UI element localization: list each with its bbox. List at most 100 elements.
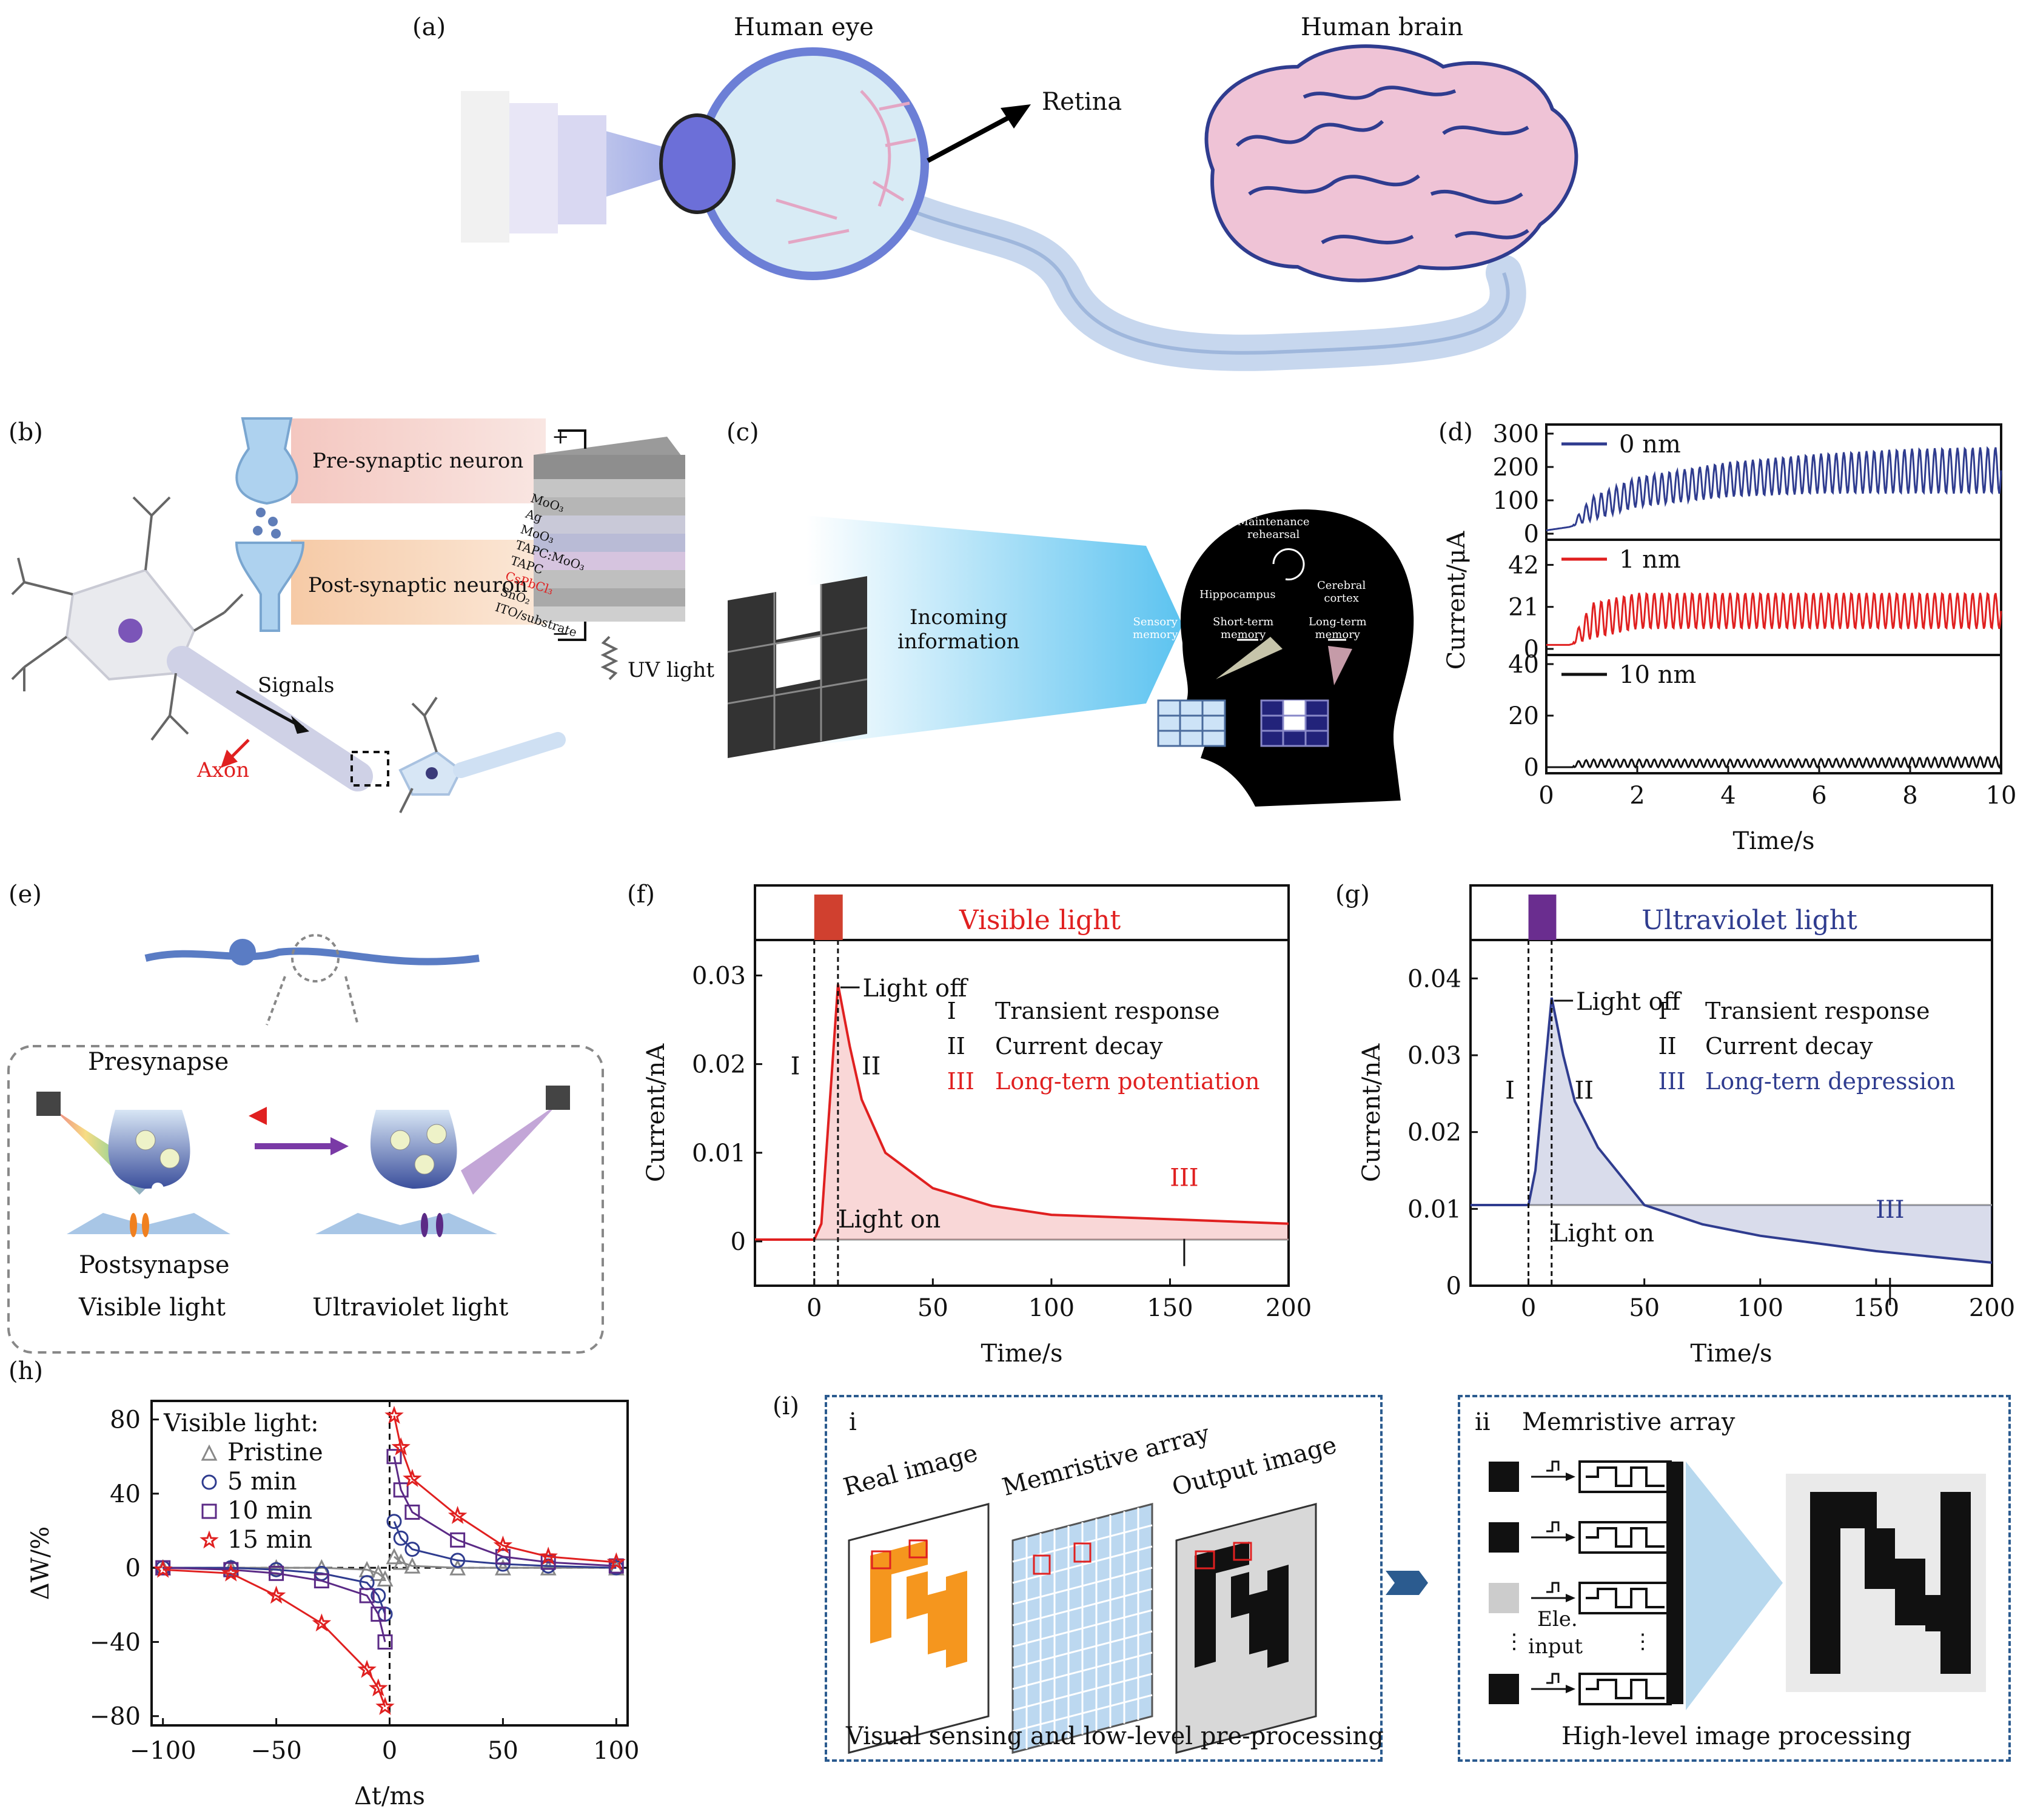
panel-label-h: (h) <box>8 1357 43 1385</box>
chart-g-ytick-label: 0.01 <box>1407 1195 1461 1223</box>
chart-f-legend-text: Long-tern potentiation <box>995 1068 1260 1095</box>
chart-f-legend-num: I <box>947 998 956 1024</box>
chart-d-xtick-label: 2 <box>1629 782 1645 810</box>
panel-i-sub-ii: ii <box>1475 1408 1491 1436</box>
chart-h-point <box>404 1542 420 1557</box>
presynapse-label: Presynapse <box>88 1048 229 1076</box>
chart-d-ytick-label: 20 <box>1508 702 1539 730</box>
ltm-text: Long-term <box>1309 616 1367 628</box>
chart-d-series-line <box>1546 446 2002 531</box>
chart-h-point <box>404 1504 420 1520</box>
right-caption: High-level image processing <box>1561 1722 1912 1750</box>
chart-g-annotation-III: III <box>1876 1196 1904 1224</box>
chart-h-point <box>450 1553 466 1568</box>
chart-h-xtick-label: −50 <box>250 1737 301 1765</box>
chart-d-ytick-label: 100 <box>1493 487 1539 515</box>
panel-i-left-box <box>825 1395 1383 1762</box>
panel-c-illustration <box>727 509 1414 807</box>
chart-f-xtick-label: 50 <box>917 1294 948 1322</box>
chart-g-legend-text: Transient response <box>1705 998 1930 1024</box>
chart-h-fit-pos <box>393 1521 617 1569</box>
chart-g-legend-num: III <box>1658 1068 1686 1095</box>
chart-h-point <box>493 1535 513 1554</box>
chart-h-point <box>386 1548 403 1565</box>
ele-label: Ele. <box>1537 1607 1578 1631</box>
stm-text: Short-term <box>1213 616 1274 628</box>
chart-h-fit-neg <box>163 1566 386 1642</box>
chart-h-point <box>386 1449 402 1465</box>
chart-h-fit-pos <box>393 1415 617 1563</box>
sensory-text: Sensory <box>1133 616 1178 628</box>
output-n-image <box>1786 1474 1986 1692</box>
chart-f-frame <box>754 884 1290 1287</box>
information-label: information <box>897 630 1020 654</box>
chart-h-legend-marker <box>200 1530 219 1549</box>
chart-d-ytick-label: 0 <box>1524 754 1539 782</box>
chart-f-annotation-III: III <box>1170 1164 1198 1192</box>
chart-h-xtick-label: 0 <box>382 1737 397 1765</box>
chart-g-annotation-I: I <box>1505 1076 1515 1104</box>
chart-h-ytick-label: 80 <box>110 1406 141 1434</box>
chart-f-xlabel: Time/s <box>981 1340 1062 1368</box>
memory-text-1: memory <box>1133 628 1178 641</box>
synapse-dashed-box <box>7 1045 604 1354</box>
cerebral-text: Cerebral <box>1317 579 1366 592</box>
postsynapse-label: Postsynapse <box>79 1251 230 1279</box>
chart-h-xlabel: Δt/ms <box>354 1782 425 1810</box>
rehearsal-text: rehearsal <box>1247 528 1300 541</box>
maintenance-label: Maintenance rehearsal <box>1231 515 1316 541</box>
chart-h-legend-label: Pristine <box>227 1439 323 1466</box>
chart-f-ylabel: Current/nA <box>642 1043 670 1182</box>
chart-h-point <box>371 1607 386 1622</box>
transfer-arrow <box>1386 1571 1428 1595</box>
visible-light-label: Visible light <box>79 1294 226 1321</box>
chart-h-point <box>269 1565 284 1581</box>
chart-f-xtick-label: 0 <box>807 1294 822 1322</box>
panel-i-illustration: ⋮ ⋮ <box>848 1460 1986 1754</box>
chart-h-ytick-label: 40 <box>110 1480 141 1508</box>
chart-f-ytick-label: 0 <box>731 1228 746 1256</box>
chart-g-xtick-label: 200 <box>1969 1294 2015 1322</box>
chart-f-area <box>814 984 1289 1240</box>
chart-h-point <box>392 1553 409 1570</box>
panel-b-illustration <box>11 417 685 813</box>
chart-g-series-line <box>1471 997 1993 1264</box>
cerebral-cortex-label: Cerebral cortex <box>1317 579 1366 605</box>
chart-g-xlabel: Time/s <box>1690 1340 1772 1368</box>
chart-f-light-pulse <box>814 895 843 940</box>
plus-sign: + <box>552 425 569 449</box>
chart-h-point <box>370 1564 387 1581</box>
chart-h-point <box>386 1514 402 1530</box>
left-caption: Visual sensing and low-level pre-process… <box>846 1722 1384 1750</box>
chart-h-xtick-label: 100 <box>593 1737 639 1765</box>
chart-h-point <box>371 1588 386 1603</box>
chart-d-xlabel: Time/s <box>1732 827 1814 855</box>
output-image-panel <box>1175 1503 1317 1754</box>
chart-g-ytick-label: 0.04 <box>1407 965 1461 993</box>
incoming-label: Incoming <box>910 605 1008 630</box>
chart-g-xtick-label: 0 <box>1521 1294 1536 1322</box>
maintenance-text: Maintenance <box>1237 515 1310 528</box>
chart-h-point <box>495 1549 511 1565</box>
panel-label-e: (e) <box>8 881 42 908</box>
panel-i-right-box <box>1458 1395 2011 1762</box>
chart-d-ylabel: Current/μA <box>1443 531 1471 670</box>
chart-f-annotation-light-on: Light on <box>838 1206 941 1234</box>
sensory-memory-label: Sensory memory <box>1133 616 1178 641</box>
chart-g-light-pulse <box>1528 895 1557 940</box>
chart-h-ytick-label: 0 <box>126 1554 141 1582</box>
retina-label: Retina <box>1042 88 1122 116</box>
chart-h-fit-neg <box>163 1568 386 1707</box>
chart-d-ytick-label: 0 <box>1524 520 1539 548</box>
chart-h-point <box>450 1532 466 1548</box>
input-grid <box>727 576 868 758</box>
chart-g-annotation-light-off: Light off <box>1576 988 1682 1016</box>
chart-d-legend-label: 0 nm <box>1619 431 1681 458</box>
chart-h-legend-title: Visible light: <box>163 1409 319 1437</box>
chart-h-ylabel: ΔW/% <box>27 1526 55 1600</box>
chart-h-point <box>268 1559 285 1576</box>
light-grid <box>1157 699 1226 747</box>
